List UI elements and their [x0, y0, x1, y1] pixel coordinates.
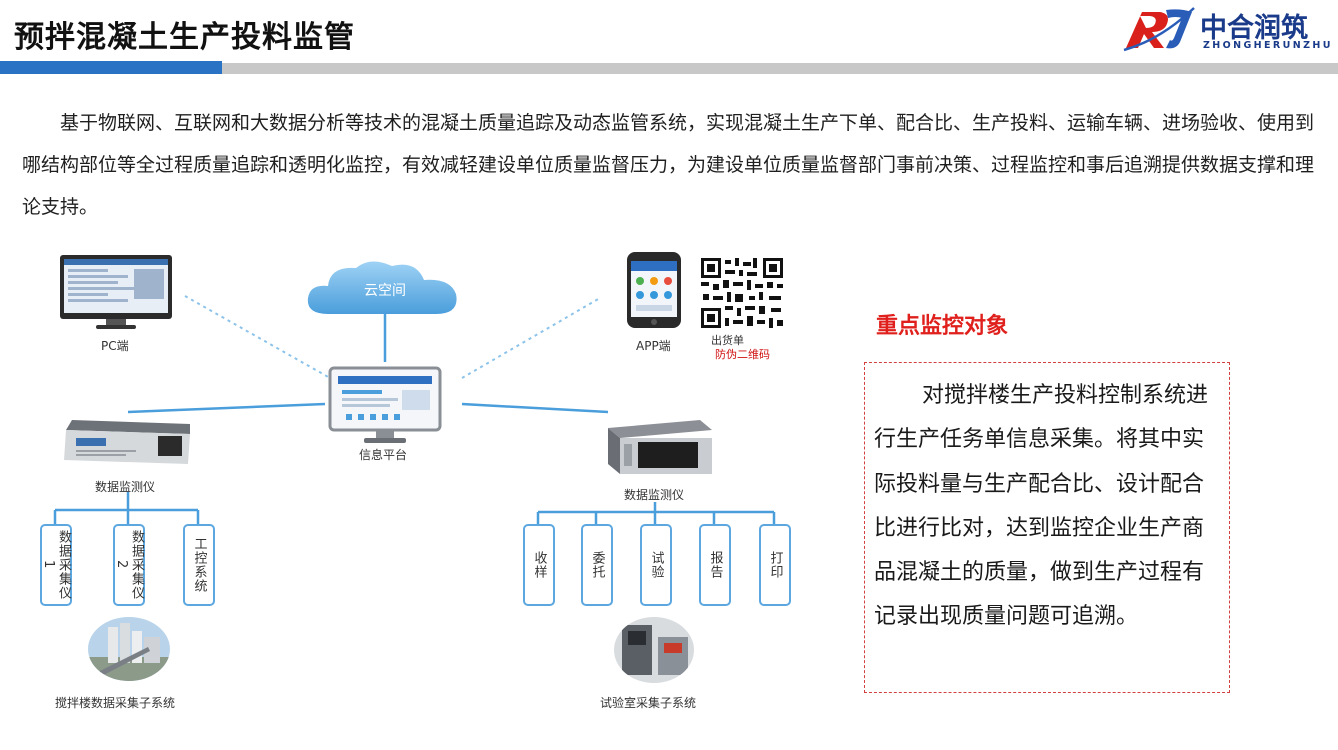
right-box-test: 试验 [640, 524, 672, 606]
mixing-plant-photo [88, 617, 170, 681]
key-monitoring-box [864, 362, 1230, 693]
right-box-print: 打印 [759, 524, 791, 606]
key-monitoring-title: 重点监控对象 [876, 314, 1009, 339]
app-label: APP端 [636, 339, 671, 353]
left-subsystem-label: 搅拌楼数据采集子系统 [55, 696, 176, 710]
pc-label: PC端 [101, 339, 129, 353]
qr-code-icon [699, 256, 785, 330]
pc-node [58, 253, 174, 333]
key-monitoring-text: 对搅拌楼生产投料控制系统进行生产任务单信息采集。将其中实际投料量与生产配合比、设… [874, 383, 1209, 630]
platform-label: 信息平台 [359, 448, 408, 462]
company-logo-icon [1120, 4, 1198, 54]
app-phone-icon [626, 251, 682, 329]
right-box-report: 报告 [699, 524, 731, 606]
right-box-sampling: 收样 [523, 524, 555, 606]
qr-caption: 出货单 [711, 334, 744, 347]
platform-monitor-icon [328, 366, 442, 443]
cloud-label: 云空间 [364, 283, 406, 299]
qr-caption-red: 防伪二维码 [715, 348, 770, 361]
left-box-control-system: 工控系统 [183, 524, 215, 606]
left-monitor-label: 数据监测仪 [95, 480, 156, 494]
right-monitor-label: 数据监测仪 [624, 488, 685, 502]
right-monitor-device-icon [604, 418, 714, 476]
header-divider-bar [222, 63, 1338, 74]
left-monitor-device-icon [62, 418, 194, 466]
diagram-connectors [53, 295, 776, 524]
header-accent-bar [0, 61, 222, 74]
left-box-collector-2: 数据采集仪2 [113, 524, 145, 606]
right-box-entrust: 委托 [581, 524, 613, 606]
right-subsystem-label: 试验室采集子系统 [600, 696, 697, 710]
page-title: 预拌混凝土生产投料监管 [14, 20, 355, 55]
lab-photo [614, 617, 694, 683]
company-logo-pinyin: ZHONGHERUNZHU [1203, 40, 1333, 51]
cloud-node: 云空间 [300, 258, 470, 318]
left-box-collector-1: 数据采集仪1 [40, 524, 72, 606]
company-logo-name: 中合润筑 [1200, 13, 1308, 44]
cloud-icon [307, 261, 457, 314]
intro-paragraph: 基于物联网、互联网和大数据分析等技术的混凝土质量追踪及动态监管系统，实现混凝土生… [22, 112, 1315, 218]
platform-node [328, 366, 442, 446]
pc-monitor-icon [60, 255, 172, 329]
